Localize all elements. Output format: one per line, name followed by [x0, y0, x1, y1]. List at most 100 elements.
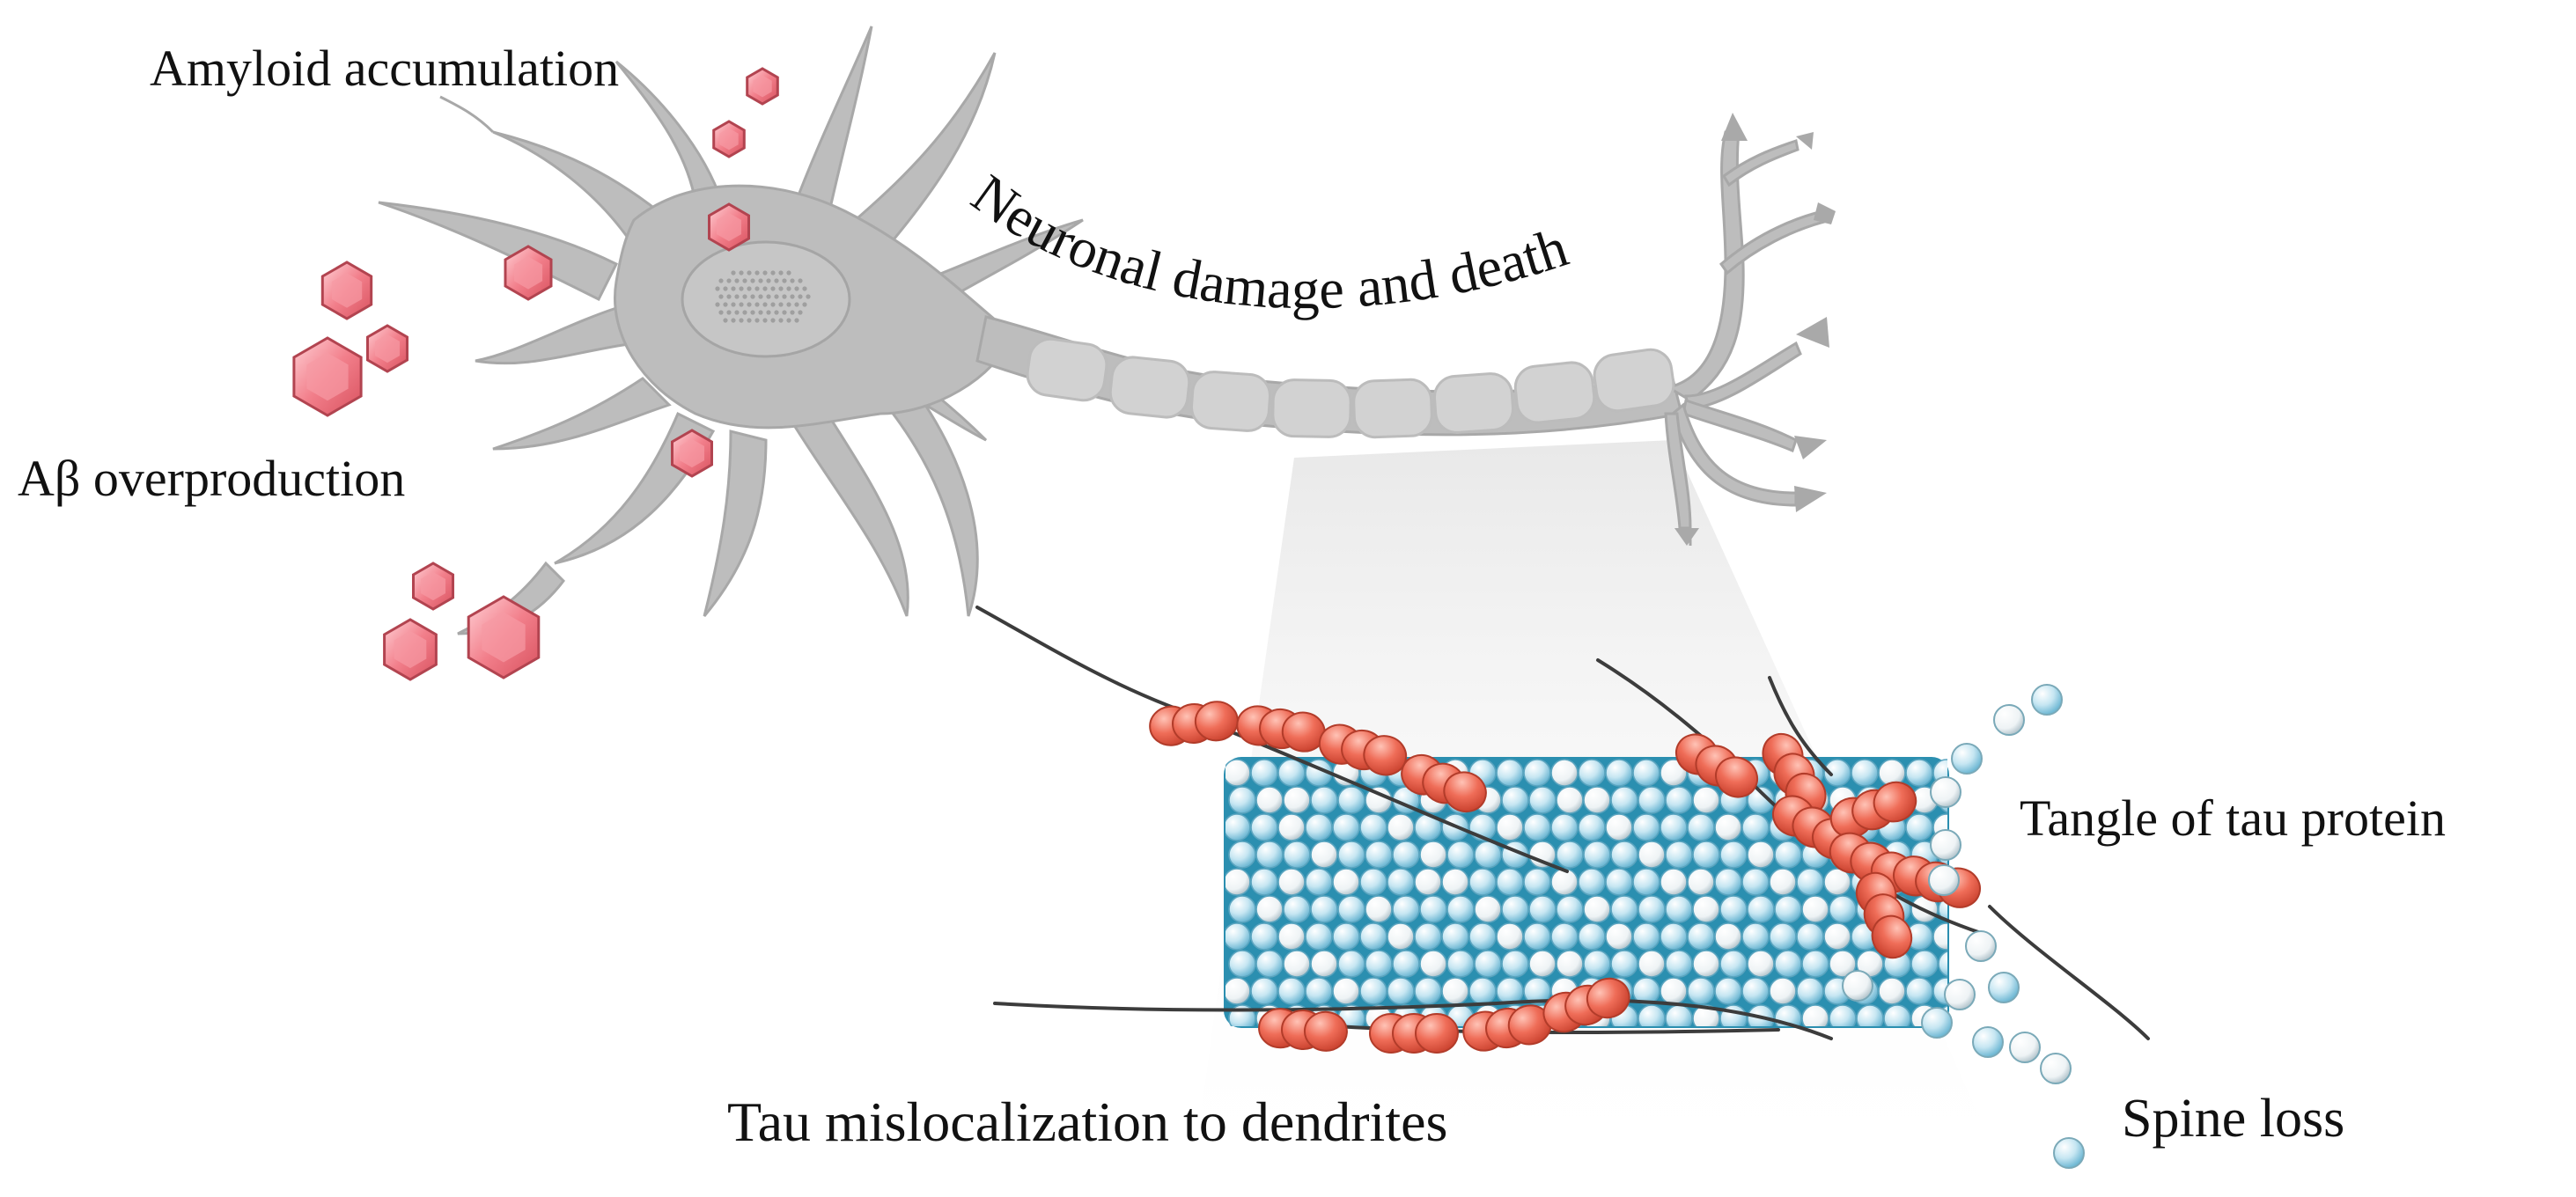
nucleus-dot	[726, 278, 732, 283]
tubulin-subunit	[1474, 895, 1502, 923]
tubulin-subunit	[1419, 895, 1447, 923]
tubulin-subunit	[1250, 759, 1278, 787]
dendritic-spine-bead	[1842, 970, 1873, 1002]
nucleus-dot	[731, 302, 736, 307]
tubulin-subunit	[1714, 977, 1742, 1005]
tubulin-subunit	[1468, 922, 1497, 951]
tubulin-subunit	[1468, 977, 1497, 1005]
tubulin-subunit	[1305, 868, 1333, 896]
tubulin-subunit	[1496, 813, 1524, 841]
nucleus-dot	[734, 278, 740, 283]
nucleus-dot	[786, 270, 791, 275]
tau-protein	[1855, 871, 1913, 959]
amyloid-hexagons	[292, 67, 779, 681]
nucleus-dot	[794, 302, 799, 307]
tubulin-subunit	[1829, 1004, 1857, 1026]
nucleus-dot	[758, 294, 763, 299]
nucleus-dot	[770, 286, 776, 291]
tubulin-subunit	[1829, 950, 1857, 978]
tubulin-subunit	[1883, 1004, 1911, 1026]
amyloid-hexagon-face	[717, 212, 741, 242]
tubulin-subunit	[1277, 759, 1306, 787]
tubulin-subunit	[1851, 759, 1879, 787]
nucleus-dot	[790, 278, 795, 283]
tubulin-subunit	[1747, 950, 1775, 978]
nucleus-dot	[715, 286, 720, 291]
nucleus-dot	[754, 270, 760, 275]
tubulin-subunit	[1747, 895, 1775, 923]
tubulin-subunit	[1801, 895, 1829, 923]
tubulin-subunit	[1632, 977, 1660, 1005]
tubulin-subunit	[1332, 813, 1360, 841]
nucleus-dot	[782, 294, 787, 299]
tubulin-subunit	[1583, 841, 1611, 869]
tubulin-subunit	[1796, 868, 1824, 896]
tubulin-subunit	[1719, 950, 1748, 978]
tubulin-subunit	[1359, 813, 1387, 841]
tubulin-subunit	[1610, 786, 1638, 814]
tubulin-subunit	[1605, 759, 1633, 787]
amyloid-hexagon-face	[482, 612, 526, 663]
nucleus-dot	[770, 270, 776, 275]
tubulin-subunit	[1441, 977, 1469, 1005]
tubulin-subunit	[1556, 950, 1584, 978]
tubulin-subunit	[1578, 813, 1606, 841]
nucleus-dot	[731, 286, 736, 291]
tubulin-subunit	[1359, 922, 1387, 951]
tubulin-subunit	[1250, 922, 1278, 951]
tau-protein	[1236, 705, 1326, 753]
dendritic-spine-bead	[1930, 829, 1961, 861]
tubulin-subunit	[1823, 868, 1851, 896]
tubulin-subunit	[1225, 759, 1251, 787]
nucleus-dot	[794, 318, 799, 323]
nucleus-dot	[723, 286, 728, 291]
tubulin-subunit	[1801, 950, 1829, 978]
tubulin-subunit	[1660, 813, 1688, 841]
tubulin-subunit	[1310, 950, 1338, 978]
axon-terminals	[1674, 113, 1836, 546]
tubulin-subunit	[1441, 868, 1469, 896]
label-neuronal-damage: Neuronal damage and death	[960, 162, 1574, 320]
amyloid-hexagon-face	[306, 352, 349, 401]
tubulin-subunit	[1365, 841, 1393, 869]
nucleus-dot	[731, 270, 736, 275]
tubulin-subunit	[1392, 950, 1420, 978]
tubulin-subunit	[1605, 922, 1633, 951]
tau-protein	[1674, 733, 1759, 798]
dendritic-spine-bead	[2040, 1053, 2072, 1084]
nucleus-dot	[758, 278, 763, 283]
tubulin-subunit	[1610, 950, 1638, 978]
tubulin-subunit	[1550, 813, 1579, 841]
tubulin-subunit	[1359, 977, 1387, 1005]
tubulin-subunit	[1774, 950, 1802, 978]
tubulin-subunit	[1255, 950, 1284, 978]
tubulin-subunit	[1365, 950, 1393, 978]
tubulin-subunit	[1774, 841, 1802, 869]
tubulin-subunit	[1523, 759, 1551, 787]
tubulin-subunit	[1692, 950, 1720, 978]
nucleus-dot	[742, 278, 747, 283]
nucleus-dot	[750, 294, 755, 299]
tubulin-subunit	[1583, 786, 1611, 814]
tubulin-subunit	[1932, 922, 1947, 951]
dendritic-spine-bead	[1928, 864, 1960, 896]
tubulin-subunit	[1392, 841, 1420, 869]
tubulin-subunit	[1468, 868, 1497, 896]
nucleus-dot	[806, 294, 811, 299]
amyloid-hexagon-face	[719, 128, 739, 151]
tubulin-subunit	[1277, 868, 1306, 896]
tubulin-subunit	[1523, 813, 1551, 841]
tubulin-subunit	[1277, 922, 1306, 951]
dendritic-spine-bead	[2053, 1137, 2085, 1169]
label-neuronal-damage-text: Neuronal damage and death	[960, 162, 1574, 320]
tubulin-subunit	[1365, 895, 1393, 923]
tubulin-subunit	[1747, 786, 1775, 814]
nucleus-dot	[766, 278, 771, 283]
tubulin-subunit	[1719, 895, 1748, 923]
nucleus-dot	[770, 302, 776, 307]
tubulin-subunit	[1910, 950, 1939, 978]
tubulin-subunit	[1796, 977, 1824, 1005]
tubulin-subunit	[1823, 922, 1851, 951]
nucleus-dot	[747, 318, 752, 323]
